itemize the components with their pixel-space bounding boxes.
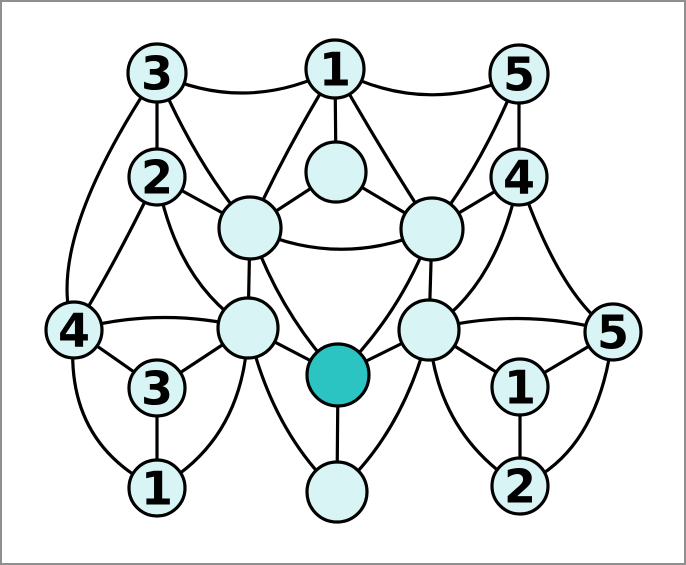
graph-node-b1[interactable]: 1 — [127, 458, 187, 518]
graph-node-ll[interactable] — [216, 296, 280, 360]
node-label: 2 — [504, 460, 536, 514]
graph-node-l2[interactable]: 2 — [127, 147, 187, 207]
graph-node-lm[interactable] — [217, 195, 283, 261]
node-label: 1 — [141, 462, 173, 516]
graph-node-t3[interactable]: 3 — [126, 42, 188, 104]
node-label: 1 — [504, 361, 536, 415]
node-circle[interactable] — [216, 296, 280, 360]
node-label: 4 — [58, 304, 90, 358]
node-label: 3 — [141, 362, 173, 416]
graph-node-rm[interactable] — [399, 196, 465, 262]
node-circle[interactable] — [490, 456, 550, 516]
graph-node-sel-selected[interactable] — [305, 342, 371, 408]
graph-node-t5[interactable]: 5 — [488, 43, 550, 105]
graph-node-b3[interactable]: 3 — [127, 358, 187, 418]
node-circle[interactable] — [304, 140, 368, 204]
node-circle[interactable] — [126, 42, 188, 104]
node-label: 3 — [141, 47, 173, 101]
graph-node-r5[interactable]: 5 — [583, 302, 643, 362]
node-circle[interactable] — [127, 147, 187, 207]
node-circle[interactable] — [127, 458, 187, 518]
node-label: 2 — [141, 151, 173, 205]
graph-node-r1[interactable]: 1 — [490, 357, 550, 417]
node-circle-selected[interactable] — [305, 342, 371, 408]
graph-node-be[interactable] — [305, 460, 369, 524]
node-circle[interactable] — [127, 358, 187, 418]
node-label: 1 — [319, 43, 351, 97]
node-circle[interactable] — [399, 196, 465, 262]
node-label: 4 — [503, 151, 535, 205]
node-label: 5 — [503, 48, 535, 102]
node-circle[interactable] — [44, 300, 104, 360]
graph-node-mt[interactable] — [304, 140, 368, 204]
graph-node-r2[interactable]: 2 — [490, 456, 550, 516]
node-circle[interactable] — [490, 357, 550, 417]
node-circle[interactable] — [488, 43, 550, 105]
node-circle[interactable] — [489, 147, 549, 207]
graph-node-t1[interactable]: 1 — [304, 38, 366, 100]
graph-node-l4[interactable]: 4 — [44, 300, 104, 360]
node-circle[interactable] — [305, 460, 369, 524]
node-label: 5 — [597, 306, 629, 360]
graph-node-r4[interactable]: 4 — [489, 147, 549, 207]
graph-node-rl[interactable] — [397, 298, 461, 362]
node-circle[interactable] — [304, 38, 366, 100]
node-circle[interactable] — [397, 298, 461, 362]
node-circle[interactable] — [583, 302, 643, 362]
node-circle[interactable] — [217, 195, 283, 261]
